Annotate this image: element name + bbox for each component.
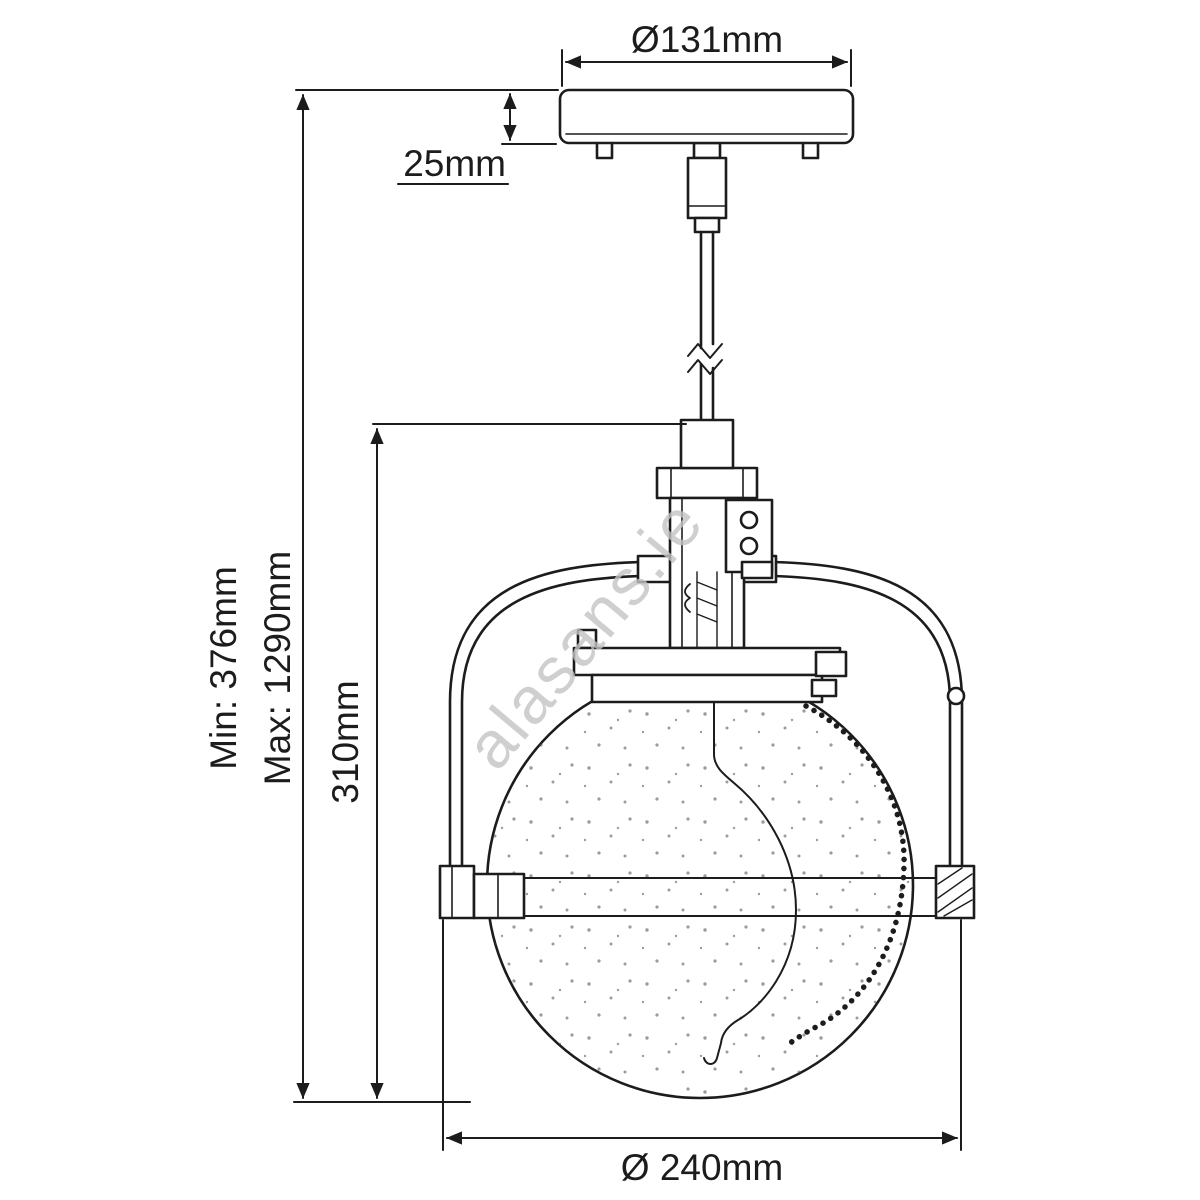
dimension-lines	[293, 49, 962, 1151]
dimension-labels: Ø131mm 25mm Min: 376mm Max: 1290mm 310mm…	[203, 19, 783, 1188]
cage-screw	[946, 686, 966, 706]
globe-seeded-texture	[487, 672, 913, 1098]
label-shade-diameter: Ø 240mm	[621, 1147, 783, 1188]
label-body-height: 310mm	[325, 680, 366, 803]
fixture-drawing	[438, 88, 976, 1100]
canopy-tab-left	[595, 141, 614, 160]
stem-rod	[679, 141, 735, 470]
clamp-hatching	[937, 867, 973, 917]
label-canopy-diameter: Ø131mm	[631, 19, 783, 60]
dim-body-height	[370, 423, 687, 1099]
label-overall-min: Min: 376mm	[203, 566, 244, 770]
dim-canopy-diameter	[561, 49, 852, 87]
cage-clamps	[438, 864, 976, 920]
bulb-outline	[703, 701, 797, 1065]
holder-set-screw	[814, 650, 848, 678]
glass-globe	[485, 670, 915, 1100]
glass-section-dotted-curve	[783, 703, 907, 1049]
dim-canopy-thickness	[397, 89, 557, 185]
dim-shade-diameter	[442, 919, 962, 1151]
globe-holder	[572, 628, 848, 704]
ceiling-canopy	[558, 88, 855, 160]
canopy-tab-right	[801, 141, 820, 160]
hook-wire	[684, 583, 691, 613]
threaded-nipple	[696, 571, 718, 649]
cage-arms	[448, 560, 966, 870]
label-canopy-thickness: 25mm	[403, 143, 506, 184]
terminal-screw-top	[739, 510, 759, 530]
cage-ring-band	[461, 877, 949, 917]
label-overall-max: Max: 1290mm	[257, 551, 298, 785]
stem-coupler	[686, 156, 728, 220]
canopy-plate	[558, 88, 855, 145]
terminal-screw-bottom	[739, 536, 759, 556]
socket-assembly	[636, 466, 778, 650]
rod-break-symbol	[687, 343, 723, 375]
